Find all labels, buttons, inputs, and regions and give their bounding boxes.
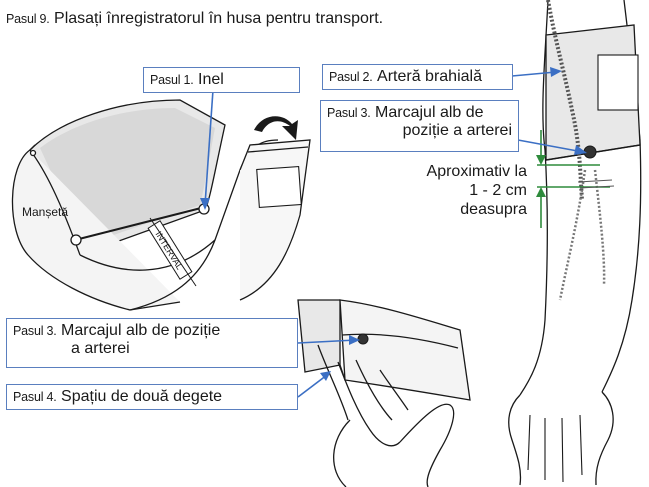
arrow-icon: [320, 371, 331, 381]
step-9-instruction: Pasul 9. Plasați înregistratorul în husa…: [6, 10, 383, 28]
cuff-illustration: [11, 99, 311, 311]
bottom-artery-marker-dot: [357, 333, 369, 345]
interval-line: [149, 217, 197, 287]
arrow-icon: [200, 198, 210, 210]
arm-illustration: [508, 0, 642, 486]
rotate-arrow-icon: [254, 116, 298, 140]
label-artery-mark-right: Pasul 3. Marcajul alb de poziție a arter…: [320, 100, 519, 152]
step-text: Plasați înregistratorul în husa pentru t…: [54, 10, 384, 27]
cuff-label: Manșetă: [22, 205, 69, 219]
arrow-icon: [574, 145, 587, 155]
artery-crosshair: [577, 179, 615, 189]
arrow-up-icon: [536, 187, 546, 197]
step-number: Pasul 9.: [6, 12, 50, 26]
leader-arrows: [204, 71, 584, 398]
approx-distance-text: Aproximativ la 1 - 2 cm deasupra: [426, 163, 527, 219]
arrow-icon: [349, 335, 360, 345]
label-two-fingers: Pasul 4. Spațiu de două degete: [6, 384, 298, 410]
label-ring: Pasul 1. Inel: [143, 67, 300, 93]
label-brachial-artery: Pasul 2. Arteră brahială: [322, 64, 513, 90]
label-artery-mark-bottom: Pasul 3. Marcajul alb de poziție a arter…: [6, 318, 298, 368]
finger-check-illustration: [297, 299, 471, 487]
artery-marker-dot: [583, 145, 597, 159]
arrow-down-icon: [536, 155, 546, 165]
arrow-icon: [550, 67, 562, 77]
